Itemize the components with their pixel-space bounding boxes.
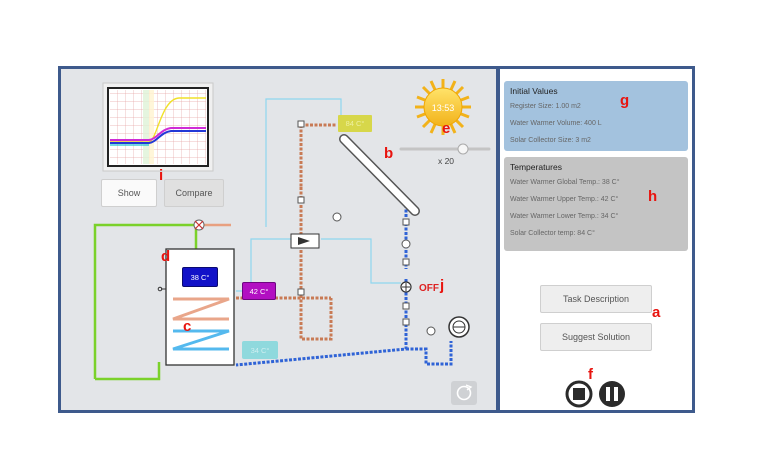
annotation-h: h [648,188,658,205]
simulation-time: 13:53 [431,103,455,113]
upper-temp: Water Warmer Upper Temp.: 42 C° [510,196,619,203]
system-diagram [93,79,491,405]
show-button[interactable]: Show [101,179,157,207]
tank-middle-temp-label: 42 C° [242,282,276,300]
water-warmer-volume: Water Warmer Volume: 400 L [510,120,602,127]
initial-values-title: Initial Values [510,86,558,96]
register-size: Register Size: 1.00 m2 [510,103,581,110]
annotation-g: g [620,92,630,109]
refresh-button[interactable] [451,381,477,405]
pause-button[interactable] [599,381,625,407]
lower-temp: Water Warmer Lower Temp.: 34 C° [510,213,619,220]
pump-icon[interactable] [400,281,412,293]
annotation-i: i [159,167,164,184]
valve-icon [297,120,436,336]
temperatures-title: Temperatures [510,162,562,172]
heat-exchanger [290,233,320,249]
cold-water-supply-pipe [93,223,231,381]
cold-return-pipe [235,205,453,367]
tank-bottom-temp-label: 34 C° [242,341,278,359]
simulation-area: Show Compare 13:53 x 20 84 C° 38 C° 42 C… [61,69,496,410]
solar-collector-size: Solar Collector Size: 3 m2 [510,137,591,144]
pump-status: OFF [419,282,439,294]
control-wires [236,98,401,292]
tank-top-temp-label: 38 C° [182,267,218,287]
annotation-j: j [440,277,445,294]
annotation-d: d [161,248,171,265]
temperatures-box: Temperatures Water Warmer Global Temp.: … [504,157,688,251]
panel-divider [496,69,500,410]
solar-collector [339,134,420,216]
sun-icon [415,79,471,135]
mixing-valve-icon [193,219,205,231]
collector-temp-label: 84 C° [338,115,372,132]
app-window: Show Compare 13:53 x 20 84 C° 38 C° 42 C… [58,66,695,413]
task-description-button[interactable]: Task Description [540,285,652,313]
water-tank [157,248,235,366]
annotation-c: c [183,318,192,335]
annotation-b: b [384,145,394,162]
speed-slider[interactable] [399,143,491,155]
initial-values-box: Initial Values Register Size: 1.00 m2 Wa… [504,81,688,151]
simulation-speed: x 20 [437,156,455,166]
collector-temp: Solar Collector temp: 84 C° [510,230,595,237]
info-panel: Initial Values Register Size: 1.00 m2 Wa… [500,69,692,410]
stop-button[interactable] [565,380,593,408]
annotation-a: a [652,304,661,321]
compare-button[interactable]: Compare [164,179,224,207]
hot-water-pipe [236,123,337,341]
annotation-e: e [442,120,451,137]
annotation-f: f [588,366,593,383]
temperature-graph[interactable] [102,82,214,172]
tap-icon [448,316,470,338]
suggest-solution-button[interactable]: Suggest Solution [540,323,652,351]
global-temp: Water Warmer Global Temp.: 38 C° [510,179,620,186]
